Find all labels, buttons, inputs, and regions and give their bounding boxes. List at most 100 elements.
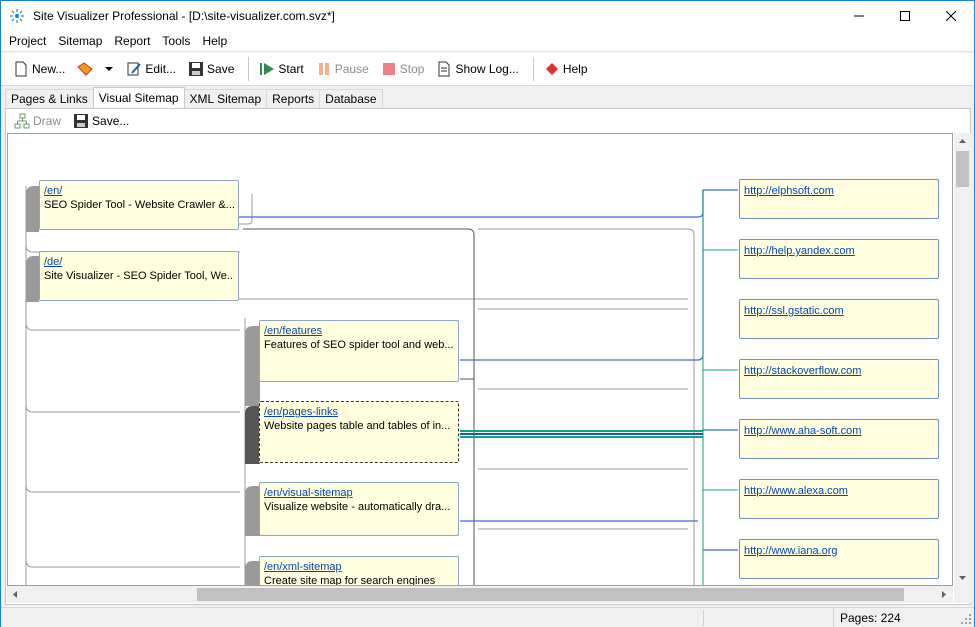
horizontal-scroll-thumb — [197, 588, 904, 601]
save-sitemap-button[interactable]: Save... — [69, 108, 133, 134]
help-button-label: Help — [562, 62, 588, 76]
sitemap-canvas[interactable]: /en/ SEO Spider Tool - Website Crawler &… — [7, 133, 953, 586]
draw-button[interactable]: Draw — [10, 108, 65, 134]
vertical-scrollbar[interactable] — [954, 133, 971, 586]
status-divider — [703, 610, 704, 626]
status-page-count: Pages: 224 — [833, 608, 901, 627]
page-node[interactable]: /en/ SEO Spider Tool - Website Crawler &… — [39, 180, 239, 230]
open-button[interactable] — [73, 56, 118, 82]
tab-strip: Pages & Links Visual Sitemap XML Sitemap… — [5, 87, 383, 108]
scroll-up-icon — [959, 139, 966, 143]
horizontal-scrollbar[interactable] — [7, 586, 953, 603]
page-node-url[interactable]: /de/ — [44, 256, 63, 268]
page-node-desc: SEO Spider Tool - Website Crawler &... — [44, 199, 234, 211]
resize-grip-icon[interactable] — [960, 613, 972, 625]
scrollbar-corner — [954, 586, 971, 603]
minimize-icon — [854, 15, 864, 17]
pause-button-label: Pause — [334, 62, 369, 76]
status-bar: Pages: 224 — [1, 607, 974, 627]
menu-project[interactable]: Project — [9, 34, 47, 48]
save-button[interactable]: Save — [184, 56, 238, 82]
menu-report[interactable]: Report — [114, 34, 151, 48]
external-link-url[interactable]: http://ssl.gstatic.com — [744, 305, 844, 317]
title-bar: Site Visualizer Professional - [D:\site-… — [1, 1, 974, 31]
show-log-button[interactable]: Show Log... — [432, 56, 522, 82]
page-node-desc: Features of SEO spider tool and web... — [264, 339, 454, 351]
scroll-left-icon — [13, 591, 17, 598]
window-controls — [836, 1, 974, 31]
pause-icon — [318, 63, 329, 75]
sitemap-toolbar: Draw Save... — [6, 109, 970, 133]
vertical-scrollbar-track — [956, 139, 969, 580]
page-node-url[interactable]: /en/visual-sitemap — [264, 487, 353, 499]
pause-button[interactable]: Pause — [312, 56, 373, 82]
edit-button[interactable]: Edit... — [122, 56, 180, 82]
page-node-url[interactable]: /en/ — [44, 185, 63, 197]
toolbar-separator — [532, 57, 534, 81]
tab-visual-sitemap[interactable]: Visual Sitemap — [92, 87, 185, 108]
external-link-node[interactable]: http://www.iana.org — [739, 539, 939, 579]
edit-button-label: Edit... — [145, 62, 177, 76]
close-button[interactable] — [928, 1, 974, 31]
start-icon — [260, 63, 275, 75]
tab-pages-links[interactable]: Pages & Links — [5, 89, 94, 108]
external-link-node[interactable]: http://elphsoft.com — [739, 179, 939, 219]
help-button[interactable]: Help — [540, 56, 592, 82]
external-link-node[interactable]: http://help.yandex.com — [739, 239, 939, 279]
external-link-node[interactable]: http://www.alexa.com — [739, 479, 939, 519]
scroll-down-icon — [959, 576, 966, 580]
page-node-selected[interactable]: /en/pages-links Website pages table and … — [259, 401, 459, 463]
external-link-url[interactable]: http://www.alexa.com — [744, 485, 848, 497]
sitemap-connectors — [25, 186, 738, 585]
start-button[interactable]: Start — [255, 56, 307, 82]
page-node-desc: Visualize website - automatically dra... — [264, 501, 451, 513]
page-node-url[interactable]: /en/xml-sitemap — [264, 561, 342, 573]
page-node[interactable]: /en/features Features of SEO spider tool… — [259, 320, 459, 382]
menu-help[interactable]: Help — [202, 34, 228, 48]
external-link-node[interactable]: http://www.aha-soft.com — [739, 419, 939, 459]
draw-tree-icon — [14, 113, 30, 129]
maximize-button[interactable] — [882, 1, 928, 31]
page-node[interactable]: /en/visual-sitemap Visualize website - a… — [259, 482, 459, 536]
external-link-url[interactable]: http://help.yandex.com — [744, 245, 855, 257]
open-folder-icon — [77, 62, 94, 76]
tab-reports[interactable]: Reports — [266, 89, 321, 108]
app-logo-icon — [10, 9, 24, 23]
menu-tools[interactable]: Tools — [162, 34, 191, 48]
menu-sitemap[interactable]: Sitemap — [58, 34, 103, 48]
external-link-node[interactable]: http://stackoverflow.com — [739, 359, 939, 399]
page-node-desc: Website pages table and tables of in... — [264, 420, 451, 432]
minimize-button[interactable] — [836, 1, 882, 31]
close-icon — [946, 11, 956, 21]
main-toolbar: New... Edit... Save Start Pause Stop — [1, 53, 974, 86]
draw-button-label: Draw — [33, 114, 62, 128]
scroll-right-icon — [942, 591, 946, 598]
stop-button[interactable]: Stop — [377, 56, 429, 82]
page-node-desc: Site Visualizer - SEO Spider Tool, We... — [44, 270, 234, 282]
horizontal-scrollbar-track — [13, 588, 946, 601]
new-button[interactable]: New... — [9, 56, 69, 82]
save-button-label: Save — [207, 62, 235, 76]
tab-xml-sitemap[interactable]: XML Sitemap — [183, 89, 268, 108]
external-link-url[interactable]: http://www.iana.org — [744, 545, 838, 557]
external-link-url[interactable]: http://stackoverflow.com — [744, 365, 862, 377]
save-sitemap-label: Save... — [92, 114, 130, 128]
external-link-node[interactable]: http://ssl.gstatic.com — [739, 299, 939, 339]
external-link-url[interactable]: http://elphsoft.com — [744, 185, 834, 197]
page-node[interactable]: /de/ Site Visualizer - SEO Spider Tool, … — [39, 251, 239, 301]
toolbar-separator — [248, 57, 250, 81]
stop-icon — [382, 63, 395, 75]
start-button-label: Start — [278, 62, 304, 76]
new-button-label: New... — [32, 62, 66, 76]
maximize-icon — [900, 11, 910, 21]
page-node[interactable]: /en/xml-sitemap Create site map for sear… — [259, 556, 459, 585]
menu-bar: Project Sitemap Report Tools Help — [1, 31, 974, 52]
page-node-url[interactable]: /en/features — [264, 325, 323, 337]
visual-sitemap-panel: Draw Save... — [5, 108, 971, 605]
tab-database[interactable]: Database — [319, 89, 383, 108]
page-node-url[interactable]: /en/pages-links — [264, 406, 338, 418]
help-book-icon — [545, 63, 558, 75]
external-link-url[interactable]: http://www.aha-soft.com — [744, 425, 862, 437]
chevron-down-icon[interactable] — [104, 64, 114, 74]
